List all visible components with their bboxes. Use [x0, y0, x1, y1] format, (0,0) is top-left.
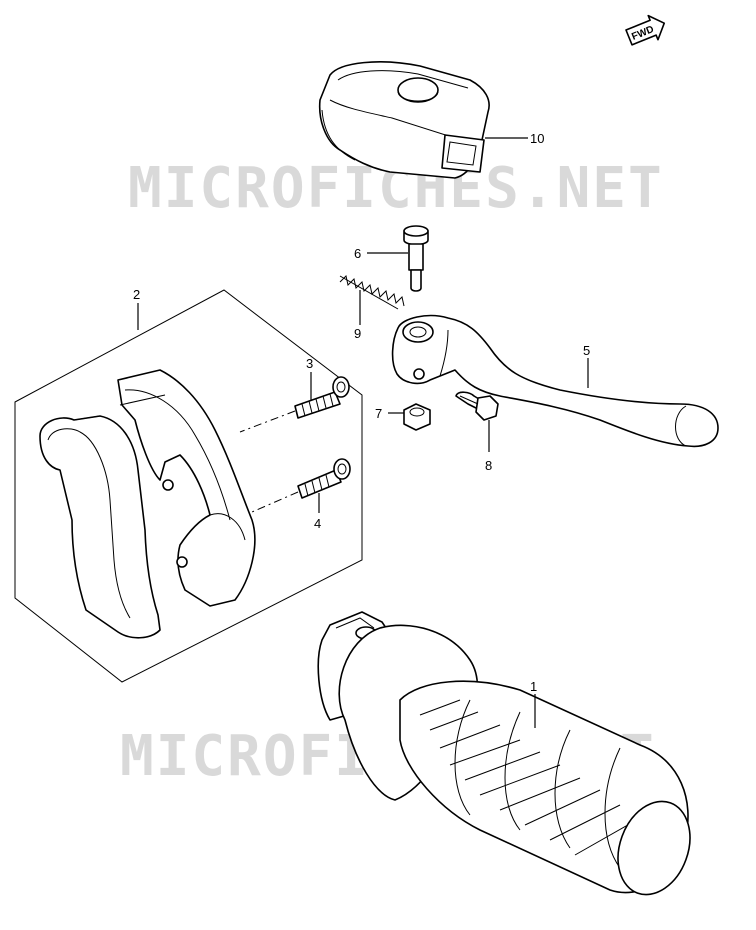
part-3-bolt [294, 376, 350, 419]
callout-2: 2 [133, 287, 140, 302]
part-1-grip [317, 611, 691, 896]
callout-9: 9 [354, 326, 361, 341]
callout-3: 3 [306, 356, 313, 371]
part-6-pivot-bolt [403, 225, 429, 292]
centerline-4 [251, 491, 299, 513]
callout-1: 1 [530, 679, 537, 694]
callout-6: 6 [354, 246, 361, 261]
fwd-arrow-icon: FWD [625, 14, 666, 46]
centerline-3 [239, 410, 296, 433]
part-5-clutch-lever [391, 314, 719, 448]
part-8-bolt [455, 391, 499, 421]
callout-7: 7 [375, 406, 382, 421]
part-7-nut [403, 403, 431, 431]
callout-8: 8 [485, 458, 492, 473]
callout-10: 10 [530, 131, 544, 146]
part-10-lever-cover [318, 61, 490, 179]
part-2-holder-kit-box [14, 289, 363, 683]
callout-5: 5 [583, 343, 590, 358]
part-9-spring [339, 275, 405, 310]
part-4-bolt [297, 458, 351, 499]
callout-4: 4 [314, 516, 321, 531]
